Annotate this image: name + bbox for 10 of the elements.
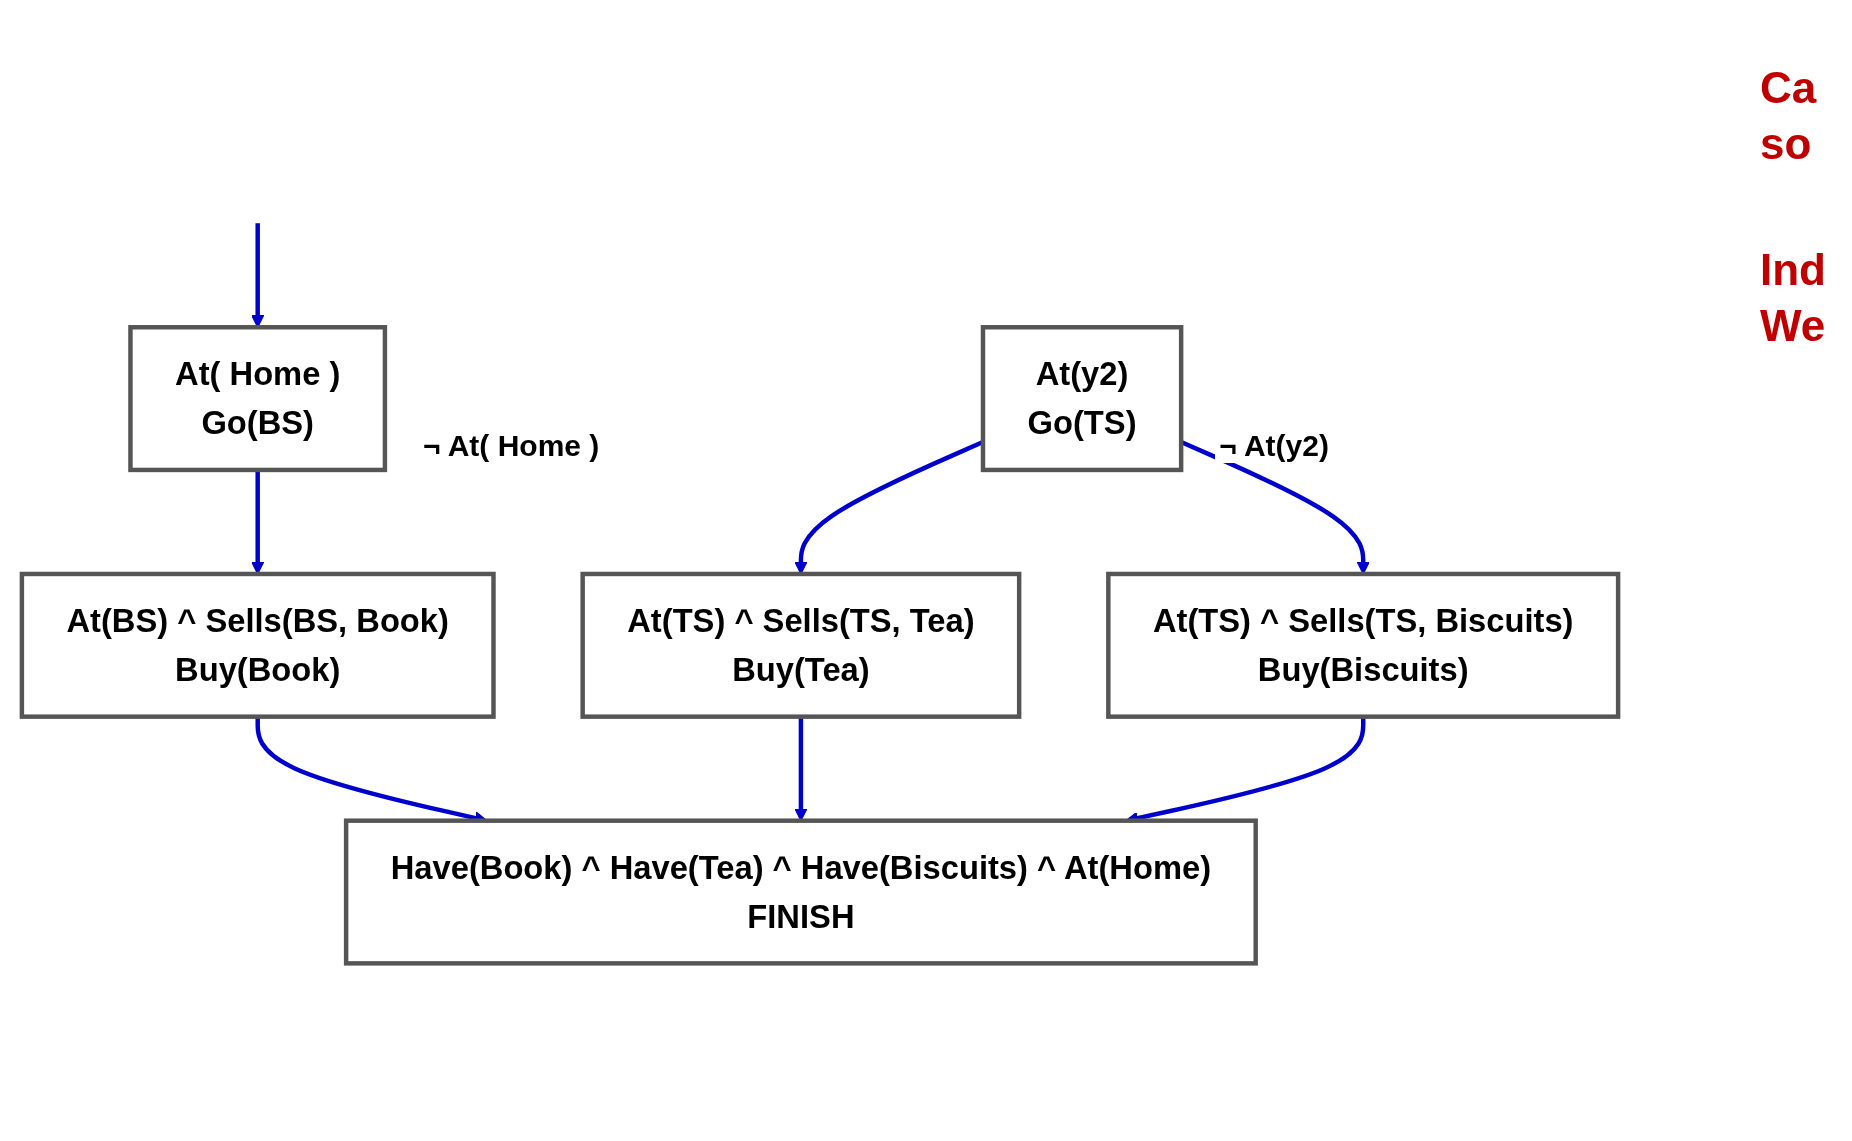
node-box: At(BS) ^ Sells(BS, Book) Buy(Book) xyxy=(19,571,496,719)
node-box: At( Home ) Go(BS) xyxy=(128,324,388,472)
note-text: so xyxy=(1760,118,1813,170)
note-text: Ca xyxy=(1760,62,1818,114)
node-box: At(TS) ^ Sells(TS, Biscuits) Buy(Biscuits) xyxy=(1106,571,1621,719)
note-text: Ind xyxy=(1760,244,1827,296)
node-box: Have(Book) ^ Have(Tea) ^ Have(Biscuits) ^ At(Home) FINISH xyxy=(343,817,1258,966)
note-text: We xyxy=(1760,300,1827,352)
node-box: At(TS) ^ Sells(TS, Tea) Buy(Tea) xyxy=(580,571,1022,719)
node-box: At(y2) Go(TS) xyxy=(980,324,1184,472)
